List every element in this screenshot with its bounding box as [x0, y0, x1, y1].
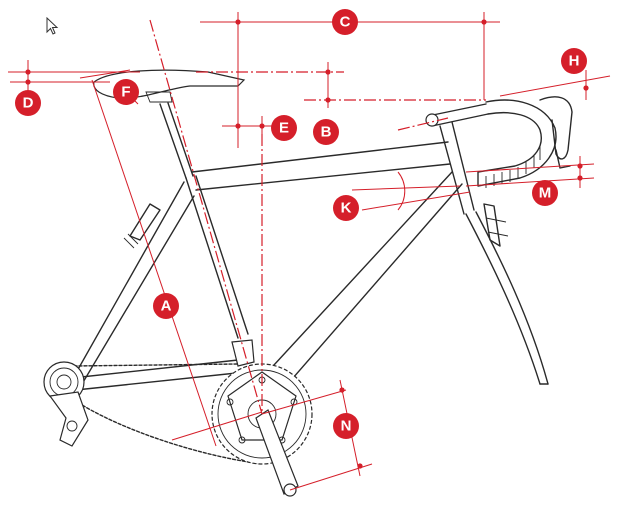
marker-a: A: [153, 293, 179, 319]
dimension-lines: [8, 12, 611, 491]
rear-brake: [123, 203, 161, 249]
marker-k: K: [333, 195, 359, 221]
marker-b: B: [313, 119, 339, 145]
svg-text:D: D: [23, 95, 34, 112]
marker-c: C: [332, 9, 358, 35]
svg-text:K: K: [341, 200, 352, 217]
marker-m: M: [532, 180, 558, 206]
marker-n: N: [333, 413, 359, 439]
front-derailleur: [231, 339, 255, 367]
mouse-pointer-icon: [46, 17, 59, 35]
marker-d: D: [15, 90, 41, 116]
rear-derailleur: [48, 391, 89, 447]
svg-text:M: M: [539, 185, 552, 202]
svg-text:F: F: [121, 84, 130, 101]
bike-frame: [71, 102, 549, 391]
marker-e: E: [271, 115, 297, 141]
marker-f: F: [113, 79, 139, 105]
svg-text:N: N: [341, 418, 352, 435]
svg-text:E: E: [279, 120, 289, 137]
marker-h: H: [561, 48, 587, 74]
chain: [73, 363, 263, 465]
svg-text:B: B: [321, 124, 332, 141]
svg-text:H: H: [569, 53, 580, 70]
svg-text:A: A: [161, 298, 172, 315]
svg-text:C: C: [340, 14, 351, 31]
front-brake: [483, 203, 509, 247]
